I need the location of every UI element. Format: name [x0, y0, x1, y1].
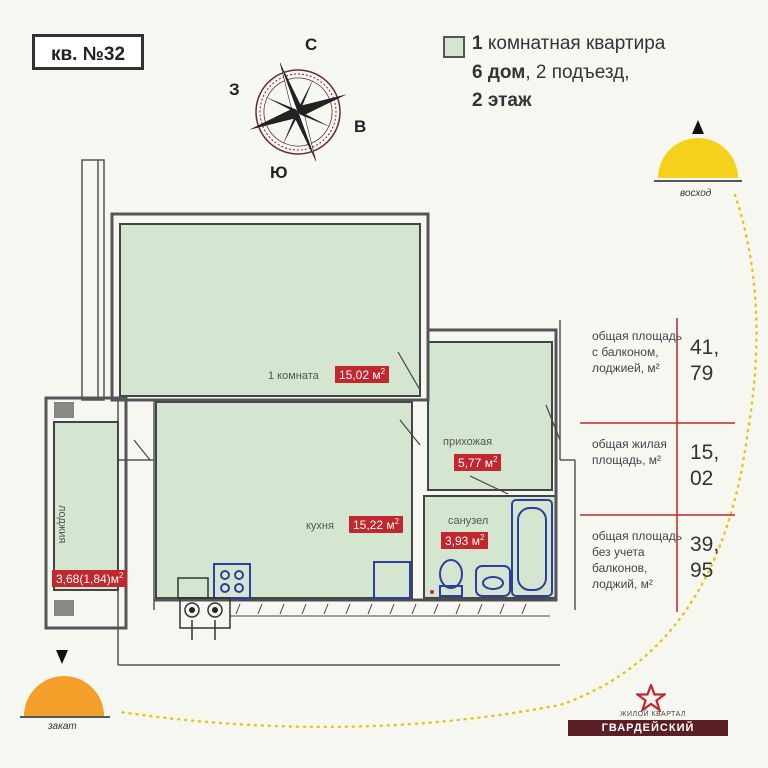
room-1-area-tag: 15,02 м2: [335, 366, 390, 383]
compass-east-label: В: [354, 117, 367, 136]
kitchen-name: кухня: [306, 520, 334, 532]
hall-area-tag: 5,77 м2: [454, 454, 502, 471]
compass-rose-icon: [249, 63, 347, 161]
brand-name: ГВАРДЕЙСКИЙ: [568, 720, 728, 736]
bathroom-name: санузел: [448, 515, 489, 527]
kitchen-area: [155, 401, 413, 599]
room-fill-legend-swatch: [443, 36, 465, 58]
stat-living-area-value: 15,02: [690, 441, 720, 490]
sunrise-icon: [654, 120, 742, 182]
apartment-number-badge: кв. №32: [32, 34, 144, 70]
loggia-area-tag: 3,68(1,84)м2: [52, 570, 128, 587]
compass-north-label: С: [305, 35, 318, 54]
rooms-count-line: 1 комнатная квартира: [472, 33, 666, 54]
room-1-name: 1 комната: [268, 370, 319, 382]
stat-total-with-balcony-value: 41,79: [690, 336, 720, 385]
sunset-icon: [20, 650, 110, 718]
hall-name: прихожая: [443, 436, 493, 448]
stat-total-without-balcony-value: 39,95: [690, 533, 720, 582]
sunrise-label: восход: [680, 188, 712, 199]
sunset-label: закат: [48, 721, 77, 732]
compass-west-label: З: [229, 80, 240, 99]
compass-south-label: Ю: [270, 163, 288, 182]
floor-line: 2 этаж: [472, 90, 532, 111]
stat-total-with-balcony-label: общая площадь с балконом, лоджией, м²: [592, 329, 683, 375]
stat-total-without-balcony-label: общая площадь без учета балконов, лоджий…: [592, 529, 683, 591]
brand-star-icon: [636, 684, 666, 712]
kitchen-area-tag: 15,22 м2: [349, 516, 404, 533]
loggia-area: [53, 421, 119, 591]
building-entrance-line: 6 дом, 2 подъезд,: [472, 62, 630, 83]
bathroom-area-tag: 3,93 м2: [441, 532, 489, 549]
brand-subtitle: ЖИЛОЙ КВАРТАЛ: [620, 711, 687, 718]
stat-living-area-label: общая жилая площадь, м²: [592, 437, 667, 467]
